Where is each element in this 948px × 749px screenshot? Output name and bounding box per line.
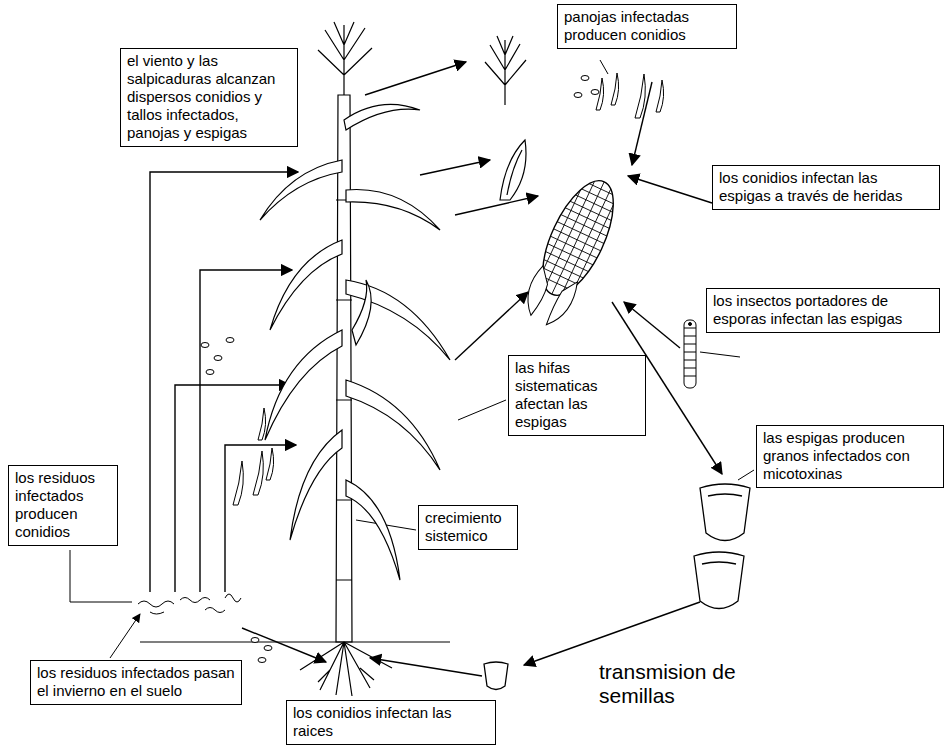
callout-box: crecimiento sistemico [418,505,518,550]
callout-text: crecimiento sistemico [425,509,511,545]
annotation-label: transmision de semillas [597,660,761,708]
callout-text: los residuos infectados pasan el inviern… [37,664,235,700]
callout-text: los insectos portadores de esporas infec… [713,292,933,328]
callout-text: los residuos infectados producen conidio… [15,469,111,541]
callout-text: los conidios infectan las raices [293,704,489,740]
callout-box: los conidios infectan las raices [286,700,496,745]
callout-text: el viento y las salpicaduras alcanzan di… [127,52,291,142]
callout-box: las espigas producen granos infectados c… [756,425,944,488]
infected-kernels [484,484,750,690]
callout-box: las hifas sistematicas afectan las espig… [508,355,646,436]
callout-box: panojas infectadas producen conidios [557,4,737,49]
husk [500,140,526,200]
leader-lines [70,60,754,658]
conidia [201,73,664,663]
callout-box: los conidios infectan las espigas a trav… [712,165,940,210]
crop-residues [138,594,241,614]
callout-box: los insectos portadores de esporas infec… [706,288,940,333]
infected-ear [516,171,628,333]
callout-text: los conidios infectan las espigas a trav… [719,169,933,205]
callout-text: panojas infectadas producen conidios [564,8,730,44]
callout-box: el viento y las salpicaduras alcanzan di… [120,48,298,147]
cycle-arrows [150,62,722,676]
callout-box: los residuos infectados producen conidio… [8,465,118,546]
callout-text: las espigas producen granos infectados c… [763,429,937,483]
infected-tassel [485,36,526,105]
insect-larva [684,320,696,388]
callout-text: las hifas sistematicas afectan las espig… [515,359,639,431]
callout-box: los residuos infectados pasan el inviern… [30,660,242,705]
